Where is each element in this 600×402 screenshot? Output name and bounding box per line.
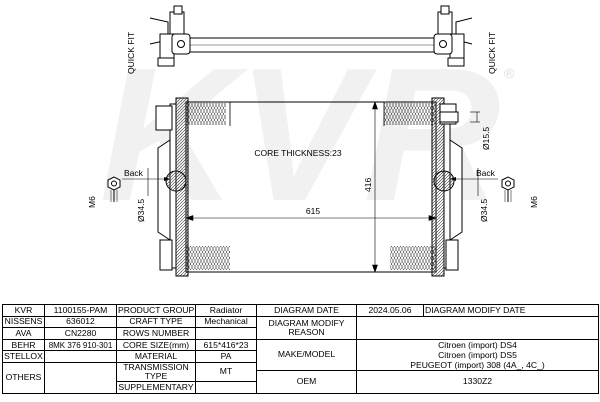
product-group-label: PRODUCT GROUP: [116, 304, 196, 317]
table-row: AVA CN2280 ROWS NUMBER: [2, 327, 599, 340]
fins-top-left: [186, 103, 226, 125]
rows-number-value: [195, 327, 257, 340]
inlet-diameter-label-left: Ø34.5: [136, 199, 146, 222]
back-label-left: Back: [124, 168, 144, 178]
radiator-drawing: KVR ® QUICK FIT QUICK FIT: [87, 5, 539, 277]
watermark-registered-mark: ®: [504, 65, 515, 81]
left-quick-fit-connector: [149, 5, 191, 67]
quick-fit-label-right: QUICK FIT: [487, 32, 497, 74]
right-back-bolt: [501, 176, 515, 202]
back-label-right: Back: [476, 168, 496, 178]
make-model-list: Citroen (import) DS4 Citroen (import) DS…: [356, 338, 599, 371]
table-row: NISSENS 636012 CRAFT TYPE Mechanical DIA…: [2, 315, 599, 340]
fins-bottom-right: [390, 246, 436, 270]
supplementary-value: [195, 380, 257, 394]
table-row: KVR 1100155-PAM PRODUCT GROUP Radiator D…: [2, 304, 599, 317]
table-row: SUPPLEMENTARY: [3, 380, 599, 394]
others-value: [44, 361, 117, 394]
transmission-value: MT: [195, 361, 257, 382]
craft-type-label: CRAFT TYPE: [116, 315, 196, 329]
stellox-label: STELLOX: [2, 350, 45, 363]
diagram-modify-date-label: DIAGRAM MODIFY DATE: [423, 304, 599, 317]
craft-type-value: Mechanical: [195, 315, 257, 329]
core-height-dimension: [372, 101, 378, 273]
diagram-date-value: 2024.05.06: [356, 304, 424, 317]
right-quick-fit-connector: [433, 5, 473, 67]
others-label: OTHERS: [2, 361, 45, 394]
rows-number-label: ROWS NUMBER: [116, 327, 196, 340]
stellox-value: [44, 350, 117, 363]
nissens-value: 636012: [44, 315, 117, 329]
inlet-diameter-label-right: Ø34.5: [479, 199, 489, 222]
behr-label: BEHR: [2, 338, 45, 352]
kvr-value: 1100155-PAM: [44, 304, 117, 317]
core-width-label: 615: [306, 206, 320, 216]
diagram-date-label: DIAGRAM DATE: [256, 304, 357, 317]
table-row: OTHERS TRANSMISSION TYPE MT: [2, 361, 599, 394]
material-value: PA: [195, 350, 257, 363]
modify-reason-value: [356, 315, 599, 340]
fins-bottom-left: [186, 246, 230, 270]
quick-fit-label-left: QUICK FIT: [126, 32, 136, 74]
table-row: BEHR 8MK 376 910-301 CORE SIZE(mm) 615*4…: [2, 338, 599, 371]
oem-value: 1330Z2: [356, 369, 599, 394]
spec-table: KVR 1100155-PAM PRODUCT GROUP Radiator D…: [2, 304, 599, 394]
thread-label-right: M6: [529, 196, 539, 208]
ava-value: CN2280: [44, 327, 117, 340]
kvr-label: KVR: [2, 304, 45, 317]
core-size-label: CORE SIZE(mm): [116, 338, 196, 352]
material-label: MATERIAL: [116, 350, 196, 363]
ava-label: AVA: [2, 327, 45, 340]
radiator-core: [185, 101, 437, 273]
supplementary-label: SUPPLEMENTARY: [116, 380, 196, 394]
top-quick-fit-pipe: [185, 37, 439, 53]
left-tank: [155, 97, 189, 277]
vent-diameter-label: Ø15.5: [481, 127, 491, 150]
core-width-dimension: [185, 215, 437, 221]
left-back-bolt: [107, 176, 121, 202]
behr-value: 8MK 376 910-301: [44, 338, 117, 352]
thread-label-left: M6: [87, 196, 97, 208]
core-size-value: 615*416*23: [195, 338, 257, 352]
product-group-value: Radiator: [195, 304, 257, 317]
core-height-label: 416: [363, 178, 373, 192]
right-tank: [431, 97, 463, 277]
core-thickness-label: CORE THICKNESS:23: [254, 148, 342, 158]
nissens-label: NISSENS: [2, 315, 45, 329]
model-item: Citroen (import) DS4: [438, 339, 517, 350]
table-row: OEM 1330Z2: [3, 369, 599, 394]
fins-top-right: [384, 103, 436, 125]
oem-label: OEM: [256, 369, 357, 394]
model-item: PEUGEOT (import) 308 (4A_, 4C_): [410, 359, 545, 370]
make-model-label: MAKE/MODEL: [256, 338, 357, 371]
modify-reason-label: DIAGRAM MODIFY REASON: [256, 315, 357, 340]
transmission-label: TRANSMISSION TYPE: [116, 361, 196, 382]
model-item: Citroen (import) DS5: [438, 349, 517, 360]
